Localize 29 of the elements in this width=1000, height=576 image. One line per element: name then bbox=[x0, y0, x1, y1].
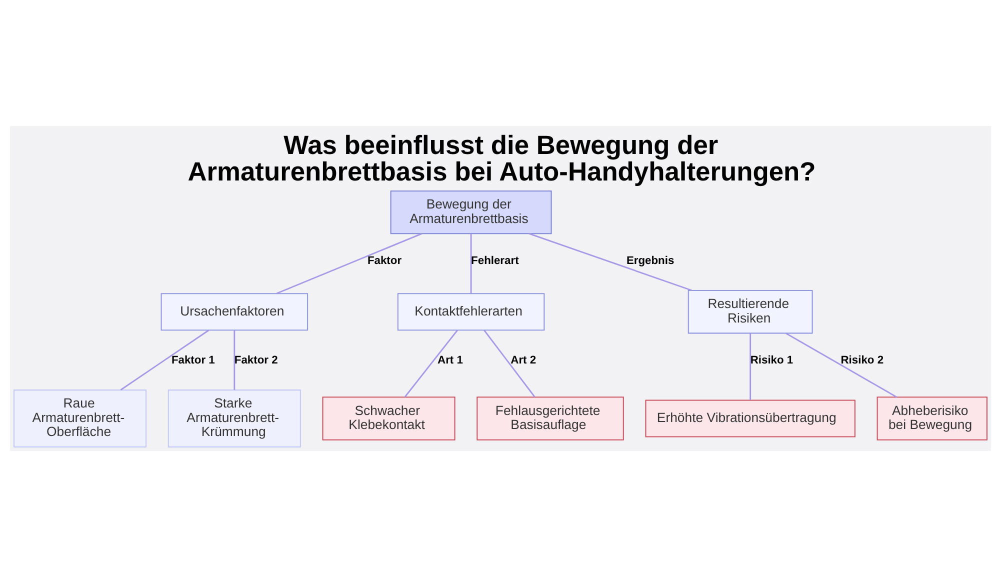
edge-label: Faktor bbox=[366, 254, 402, 266]
edge-label: Risiko 2 bbox=[840, 354, 884, 366]
connector bbox=[483, 329, 535, 397]
diagram-title: Was beeinflusst die Bewegung der Armaturenbrettbasis bei Auto-Handyhalterungen? bbox=[187, 130, 816, 186]
connector bbox=[120, 329, 209, 390]
node-box: Bewegung der Armaturenbrettbasis bbox=[390, 190, 552, 234]
node-box: Ursachenfaktoren bbox=[160, 292, 308, 330]
node-box: Raue Armaturenbrett-Oberfläche bbox=[13, 389, 146, 447]
node-box: Kontaktfehlerarten bbox=[396, 292, 544, 330]
connector bbox=[749, 333, 751, 400]
node-box: Schwacher Klebekontakt bbox=[322, 396, 455, 440]
connector bbox=[404, 329, 458, 397]
edge-label: Art 1 bbox=[437, 354, 462, 366]
edge-label: Fehlerart bbox=[470, 254, 518, 266]
connector bbox=[784, 332, 897, 398]
connector bbox=[276, 232, 422, 294]
edge-label: Ergebnis bbox=[626, 254, 674, 266]
node-box: Abheberisiko bei Bewegung bbox=[876, 396, 987, 440]
node-box: Erhöhte Vibrationsübertragung bbox=[644, 399, 855, 437]
edge-label: Risiko 1 bbox=[750, 354, 793, 366]
edge-label: Faktor 1 bbox=[170, 354, 214, 366]
connector bbox=[470, 234, 472, 293]
node-box: Starke Armaturenbrett-Krümmung bbox=[167, 389, 300, 447]
connector bbox=[233, 330, 235, 390]
edge-label: Faktor 2 bbox=[234, 354, 278, 366]
connector bbox=[528, 232, 692, 291]
edge-label: Art 2 bbox=[510, 354, 536, 366]
node-box: Resultierende Risiken bbox=[687, 290, 812, 334]
node-box: Fehlausgerichtete Basisauflage bbox=[476, 396, 624, 440]
